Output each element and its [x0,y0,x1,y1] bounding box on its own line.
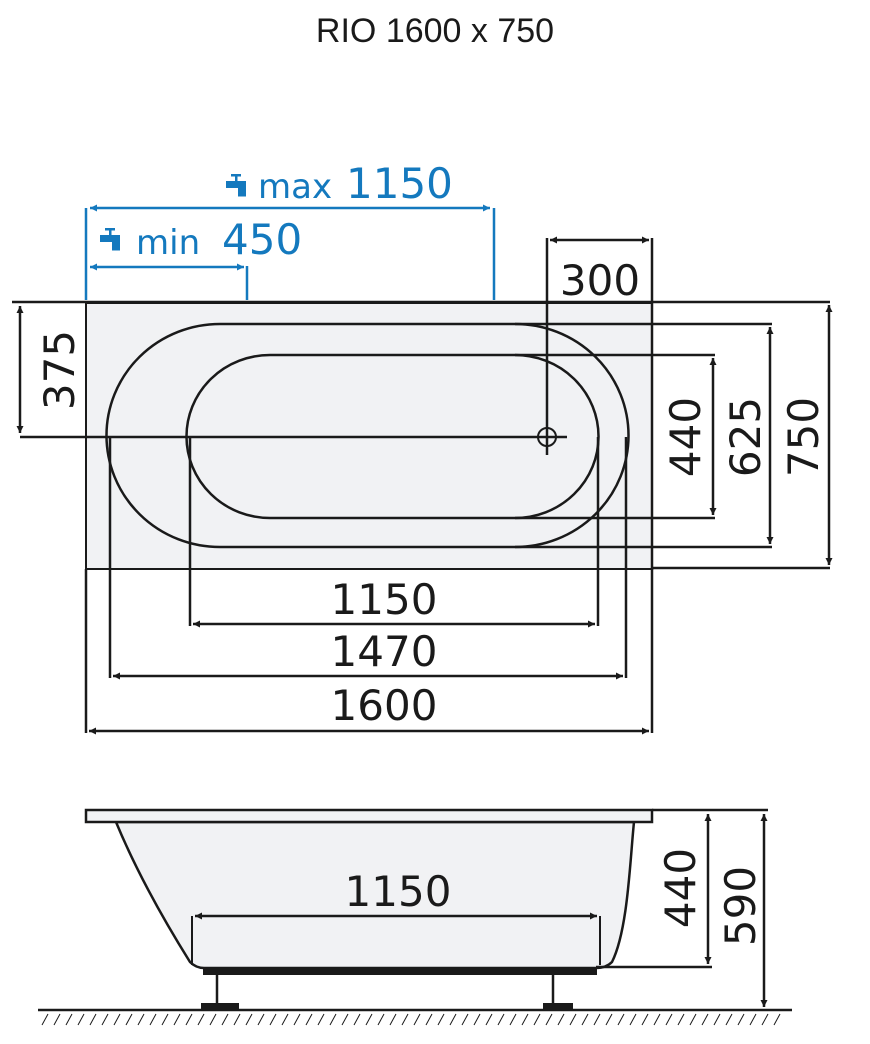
svg-text:440: 440 [661,397,710,477]
dimension-overall-depth: 750 [779,305,833,565]
side-view [38,808,792,1026]
faucet-max-label: max [258,167,332,207]
faucet-max-dimension: max 1150 [84,159,496,300]
dimension-interior-depth: 625 [515,322,774,549]
svg-text:300: 300 [560,256,640,305]
svg-text:1150: 1150 [331,575,438,624]
dimension-drain-center-height: 375 [16,306,84,433]
svg-text:375: 375 [35,330,84,410]
top-view [12,238,830,570]
drawing-title: RIO 1600 x 750 [315,12,555,50]
dimension-interior-length: 1470 [108,437,628,680]
svg-text:440: 440 [656,848,705,928]
faucet-min-value: 450 [222,215,302,264]
svg-text:590: 590 [716,866,765,946]
dimension-drain-offset: 300 [550,236,649,305]
side-dimension-overall-height: 590 [716,814,768,1007]
svg-text:625: 625 [721,397,770,477]
faucet-icon [226,174,246,197]
svg-text:750: 750 [779,397,828,477]
faucet-icon [100,228,120,251]
side-dimension-inner-depth: 440 [596,808,768,969]
faucet-max-value: 1150 [346,159,453,208]
faucet-min-label: min [136,223,200,263]
dimension-bottom-depth: 440 [515,353,717,520]
svg-text:1600: 1600 [331,681,438,730]
dimension-overall-length: 1600 [84,569,654,735]
faucet-min-dimension: min 450 [90,215,302,300]
svg-text:1470: 1470 [331,627,438,676]
side-dimension-bottom-length: 1150 [191,867,601,965]
dimension-bottom-length: 1150 [188,437,600,628]
svg-text:1150: 1150 [345,867,452,916]
